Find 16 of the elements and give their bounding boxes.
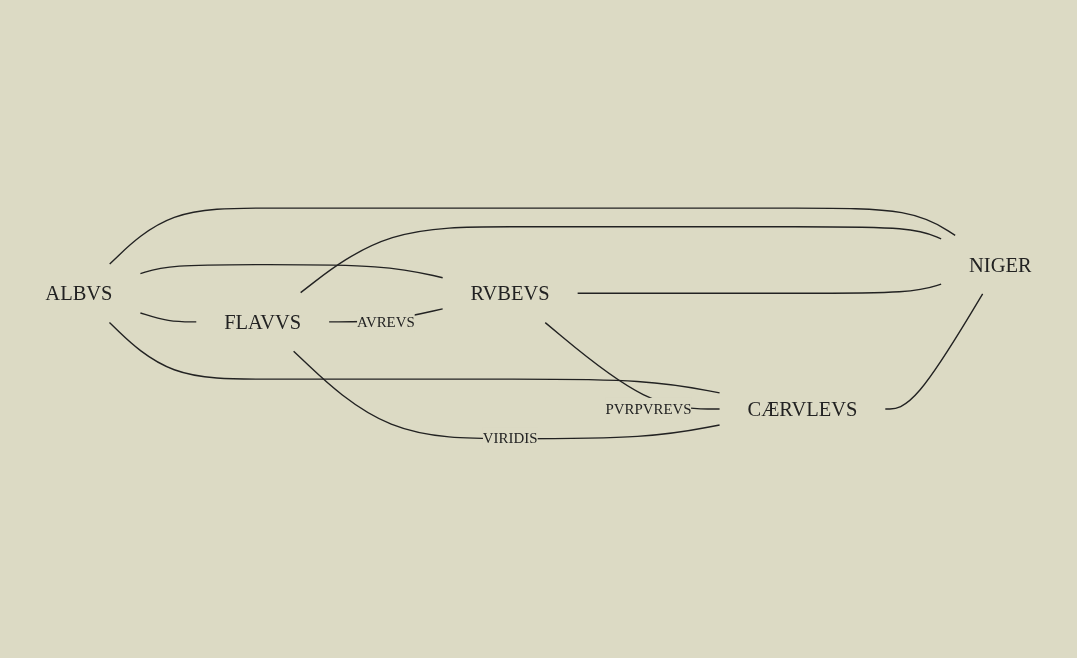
node-text: FLAVVS [224,310,302,334]
edge-label: PVRPVREVS [605,400,692,417]
node-text: RVBEVS [470,281,550,305]
connector [292,350,721,440]
node-text: NIGER [969,253,1032,277]
node-text: ALBVS [45,281,113,305]
connector [108,321,721,394]
connector [109,207,956,265]
connector [299,226,942,294]
connector [576,283,942,294]
node-text: CÆRVLEVS [747,397,858,421]
edge-label: AVREVS [357,313,415,330]
connector [884,293,984,410]
connector [139,263,444,279]
edge-label: VIRIDIS [482,430,538,447]
connector [139,312,197,323]
